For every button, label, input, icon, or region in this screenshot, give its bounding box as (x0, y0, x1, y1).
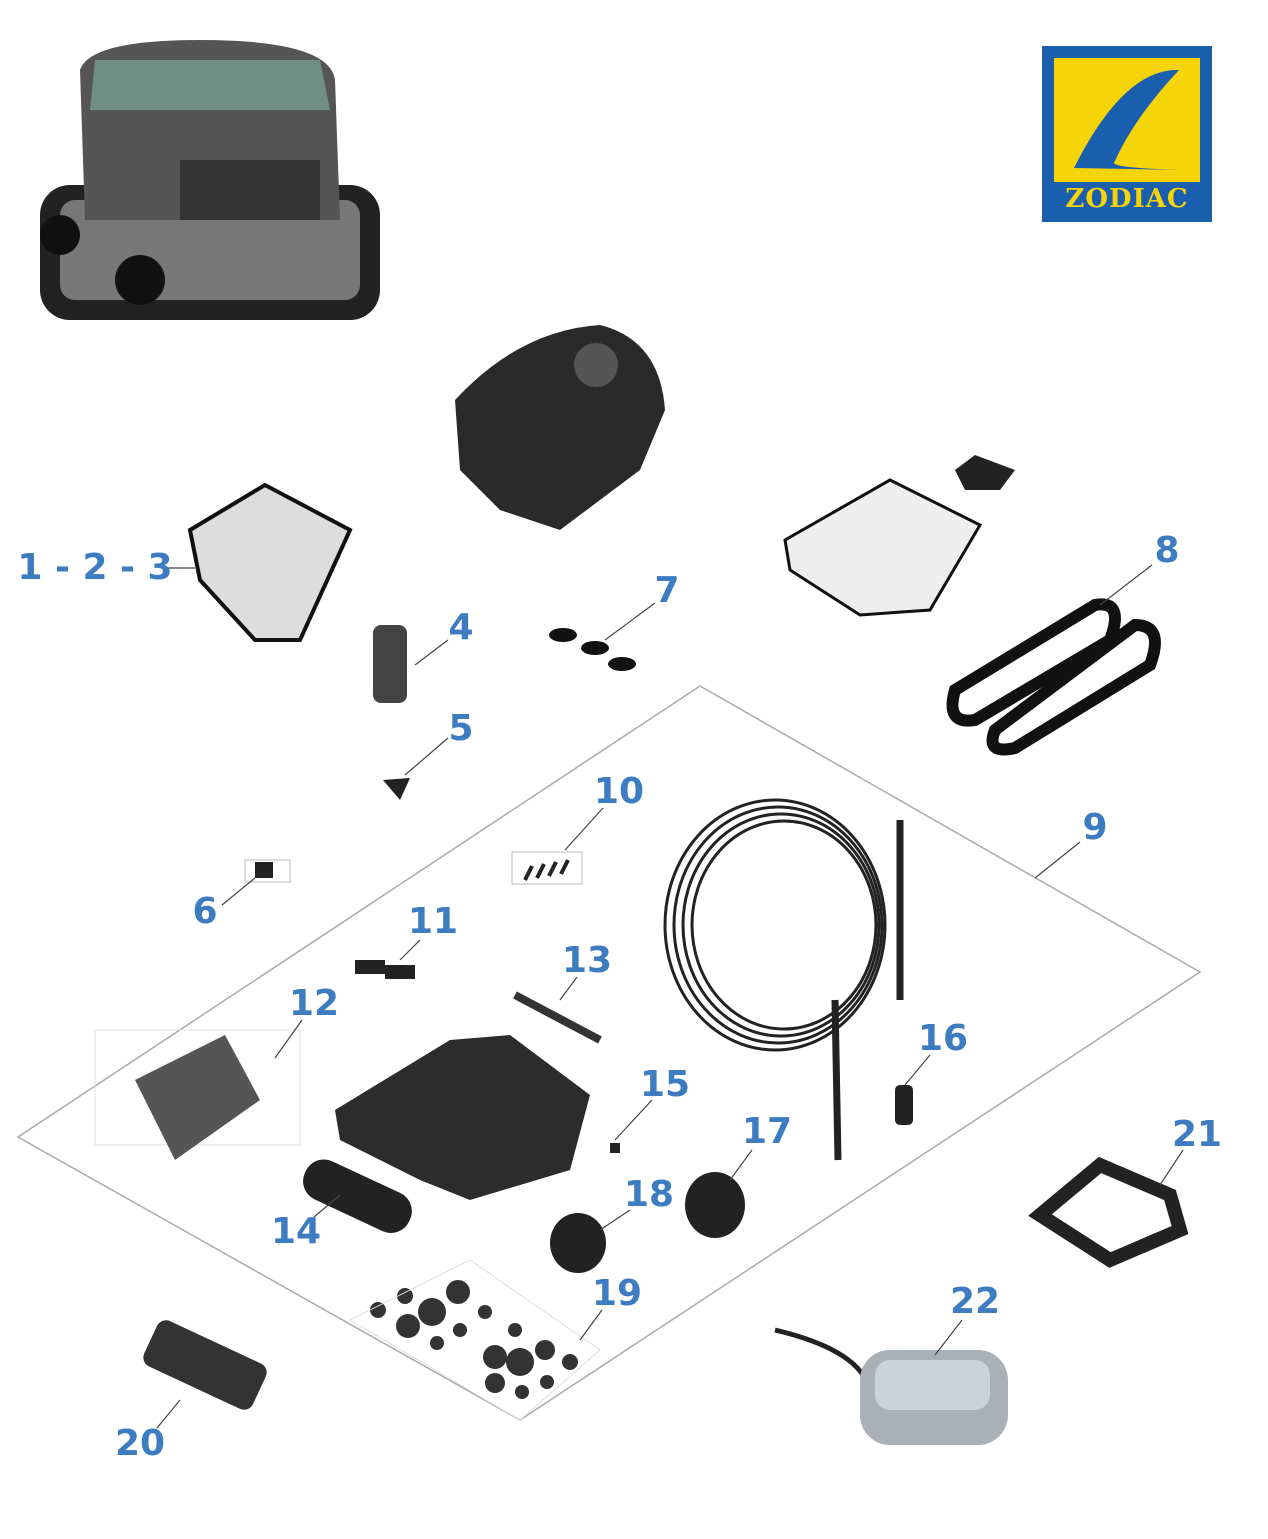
callout-9: 9 (1082, 807, 1108, 848)
wheel-17 (685, 1172, 745, 1238)
callout-6: 6 (192, 891, 218, 932)
roller-14 (303, 1159, 412, 1233)
callout-22: 22 (949, 1281, 1001, 1322)
callout-18: 18 (623, 1174, 675, 1215)
chassis (335, 1035, 590, 1200)
callout-16: 16 (917, 1018, 969, 1059)
power-supply (774, 1327, 1008, 1445)
bar-13 (513, 991, 602, 1044)
brush-20 (143, 1320, 267, 1410)
clips-11 (355, 960, 415, 979)
body-shell (455, 325, 665, 530)
callout-13: 13 (561, 940, 613, 981)
callout-5: 5 (448, 708, 474, 749)
impeller-cartridge (373, 625, 407, 703)
handle-clip (955, 455, 1015, 490)
screws-bag-10 (511, 851, 583, 885)
callout-11: 11 (407, 901, 459, 942)
callout-12: 12 (288, 983, 340, 1024)
callout-15: 15 (639, 1064, 691, 1105)
filter-basket (187, 482, 353, 642)
callout-19: 19 (591, 1273, 643, 1314)
wheel-18 (550, 1213, 606, 1273)
wheel-caps (549, 628, 636, 671)
callout-7: 7 (654, 570, 680, 611)
callout-8: 8 (1154, 530, 1180, 571)
callout-10: 10 (593, 771, 645, 812)
brush-holder (135, 1035, 260, 1160)
swivel-16 (895, 1085, 913, 1125)
brush-holder-box (94, 1029, 301, 1146)
handle-21 (1028, 1156, 1189, 1268)
gear-set (370, 1280, 578, 1399)
callout-20: 20 (114, 1423, 166, 1464)
top-cover (783, 478, 983, 617)
floating-cable (663, 798, 904, 1161)
robot-product-image (40, 40, 380, 320)
callout-14: 14 (270, 1211, 322, 1252)
leader-lines (156, 564, 1184, 1429)
propeller (383, 778, 410, 800)
callout-1-2-3: 1 - 2 - 3 (17, 547, 173, 588)
screws-bag-6 (244, 859, 291, 883)
brand-name: ZODIAC (1065, 184, 1189, 214)
callout-21: 21 (1171, 1114, 1223, 1155)
zodiac-logo: ZODIAC (1042, 46, 1212, 222)
tracks (946, 598, 1161, 756)
callout-17: 17 (741, 1111, 793, 1152)
part-15 (610, 1143, 620, 1153)
zodiac-z-mark (1074, 69, 1184, 170)
callout-4: 4 (448, 607, 474, 648)
